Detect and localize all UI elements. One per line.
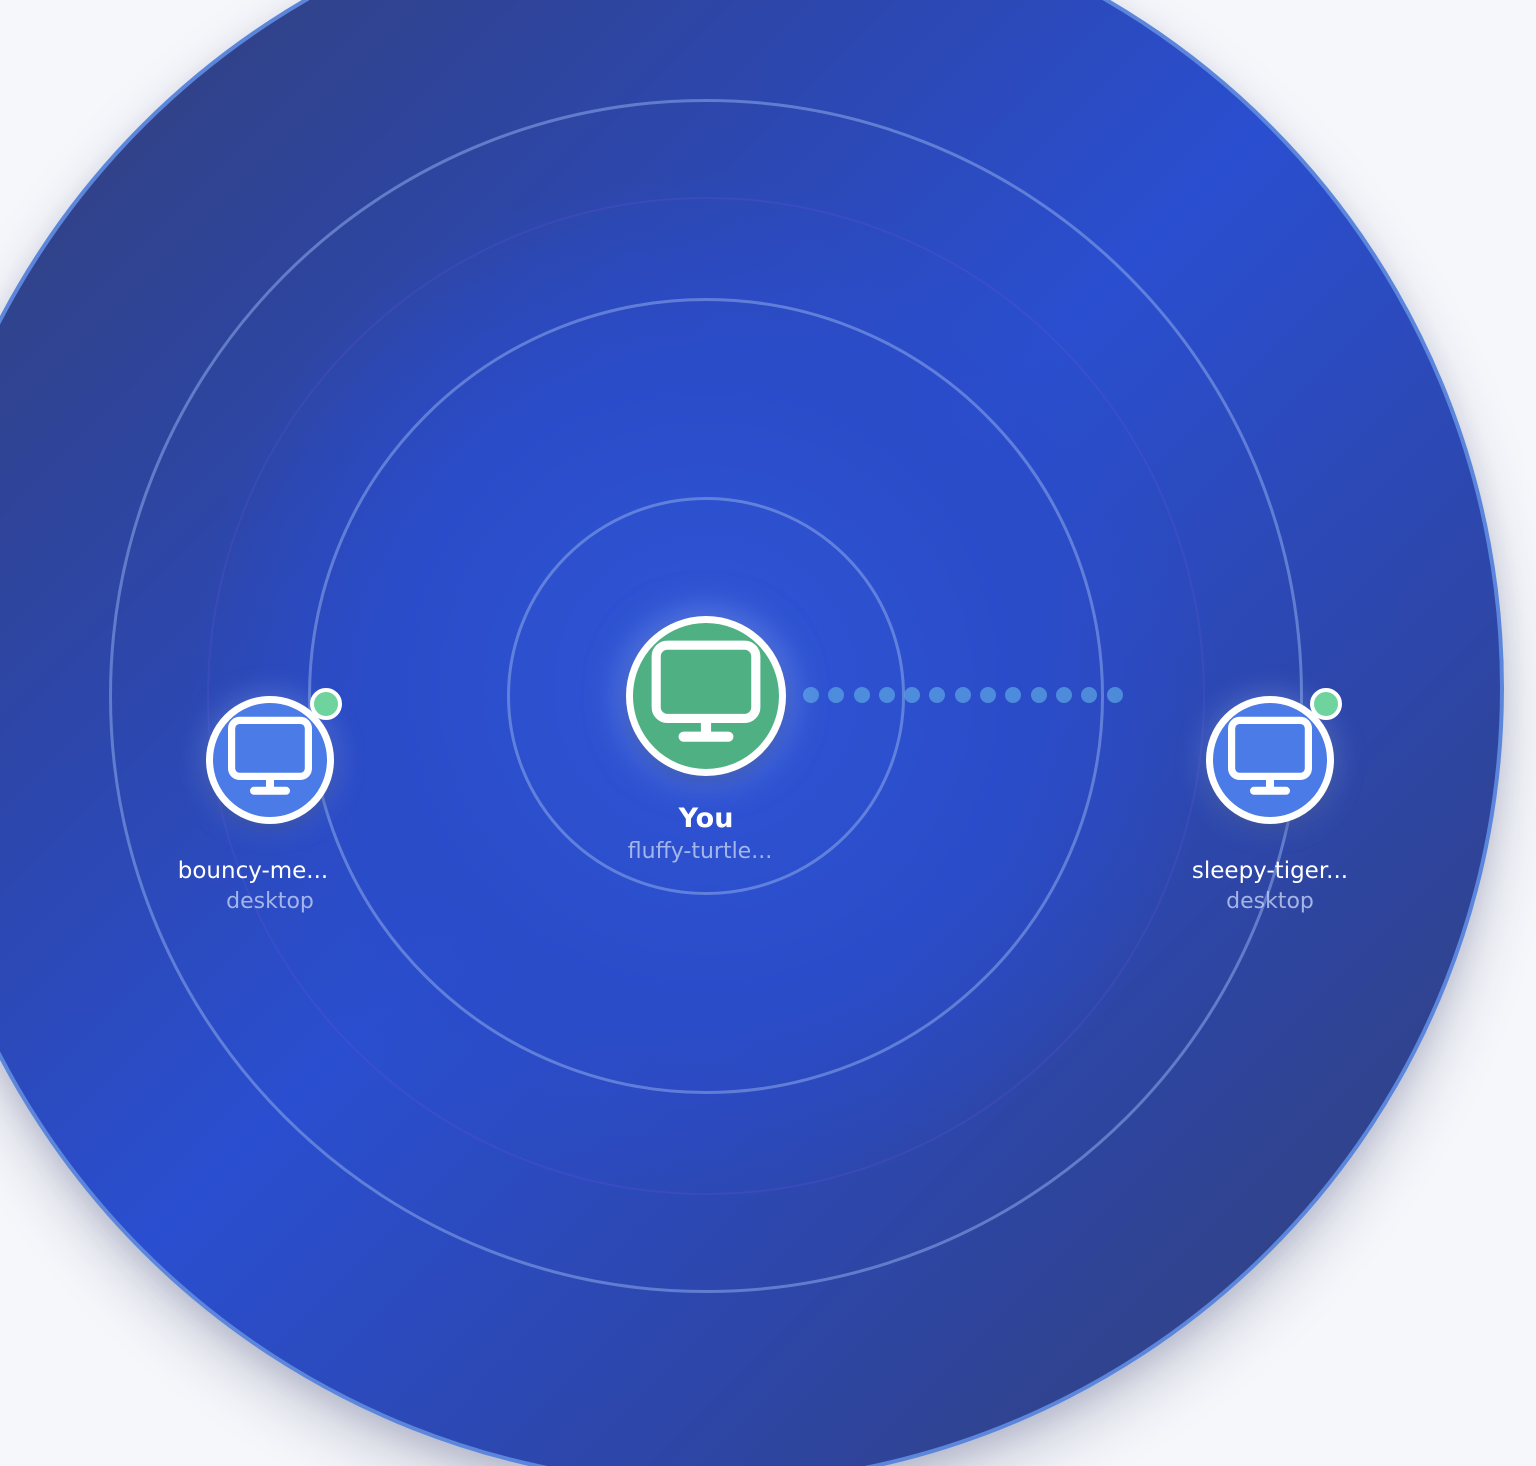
peer-device-name: sleepy-tiger...: [1191, 858, 1349, 884]
monitor-icon: [645, 633, 767, 759]
monitor-icon: [1222, 710, 1318, 810]
self-device-node[interactable]: [626, 616, 786, 776]
self-device-label: You fluffy-turtle...: [556, 802, 856, 868]
connection-dot: [803, 687, 819, 703]
peer-device-node[interactable]: [1206, 696, 1334, 824]
connection-dot: [853, 687, 870, 703]
connection-dots: [803, 687, 1123, 703]
peer-device-node[interactable]: [206, 696, 334, 824]
connection-dot: [1005, 687, 1022, 703]
connection-dot: [1030, 687, 1047, 703]
connection-dot: [1106, 687, 1123, 703]
peer-device-type: desktop: [226, 889, 314, 914]
connection-dot: [878, 687, 895, 703]
connection-dot: [1081, 687, 1098, 703]
connection-dot: [929, 687, 946, 703]
connection-dot: [954, 687, 971, 703]
connection-dot: [1055, 687, 1072, 703]
peer-device-label: sleepy-tiger... desktop: [1120, 856, 1420, 918]
peer-device-label: bouncy-me... desktop: [120, 856, 420, 918]
self-device-name: fluffy-turtle...: [627, 839, 773, 864]
online-status-dot: [1310, 688, 1342, 720]
peer-device-name: bouncy-me...: [177, 858, 329, 884]
connection-dot: [980, 687, 997, 703]
self-device-title: You: [678, 803, 734, 834]
connection-dot: [828, 687, 845, 703]
connection-dot: [904, 687, 921, 703]
online-status-dot: [310, 688, 342, 720]
monitor-icon: [222, 710, 318, 810]
peer-device-type: desktop: [1226, 889, 1314, 914]
